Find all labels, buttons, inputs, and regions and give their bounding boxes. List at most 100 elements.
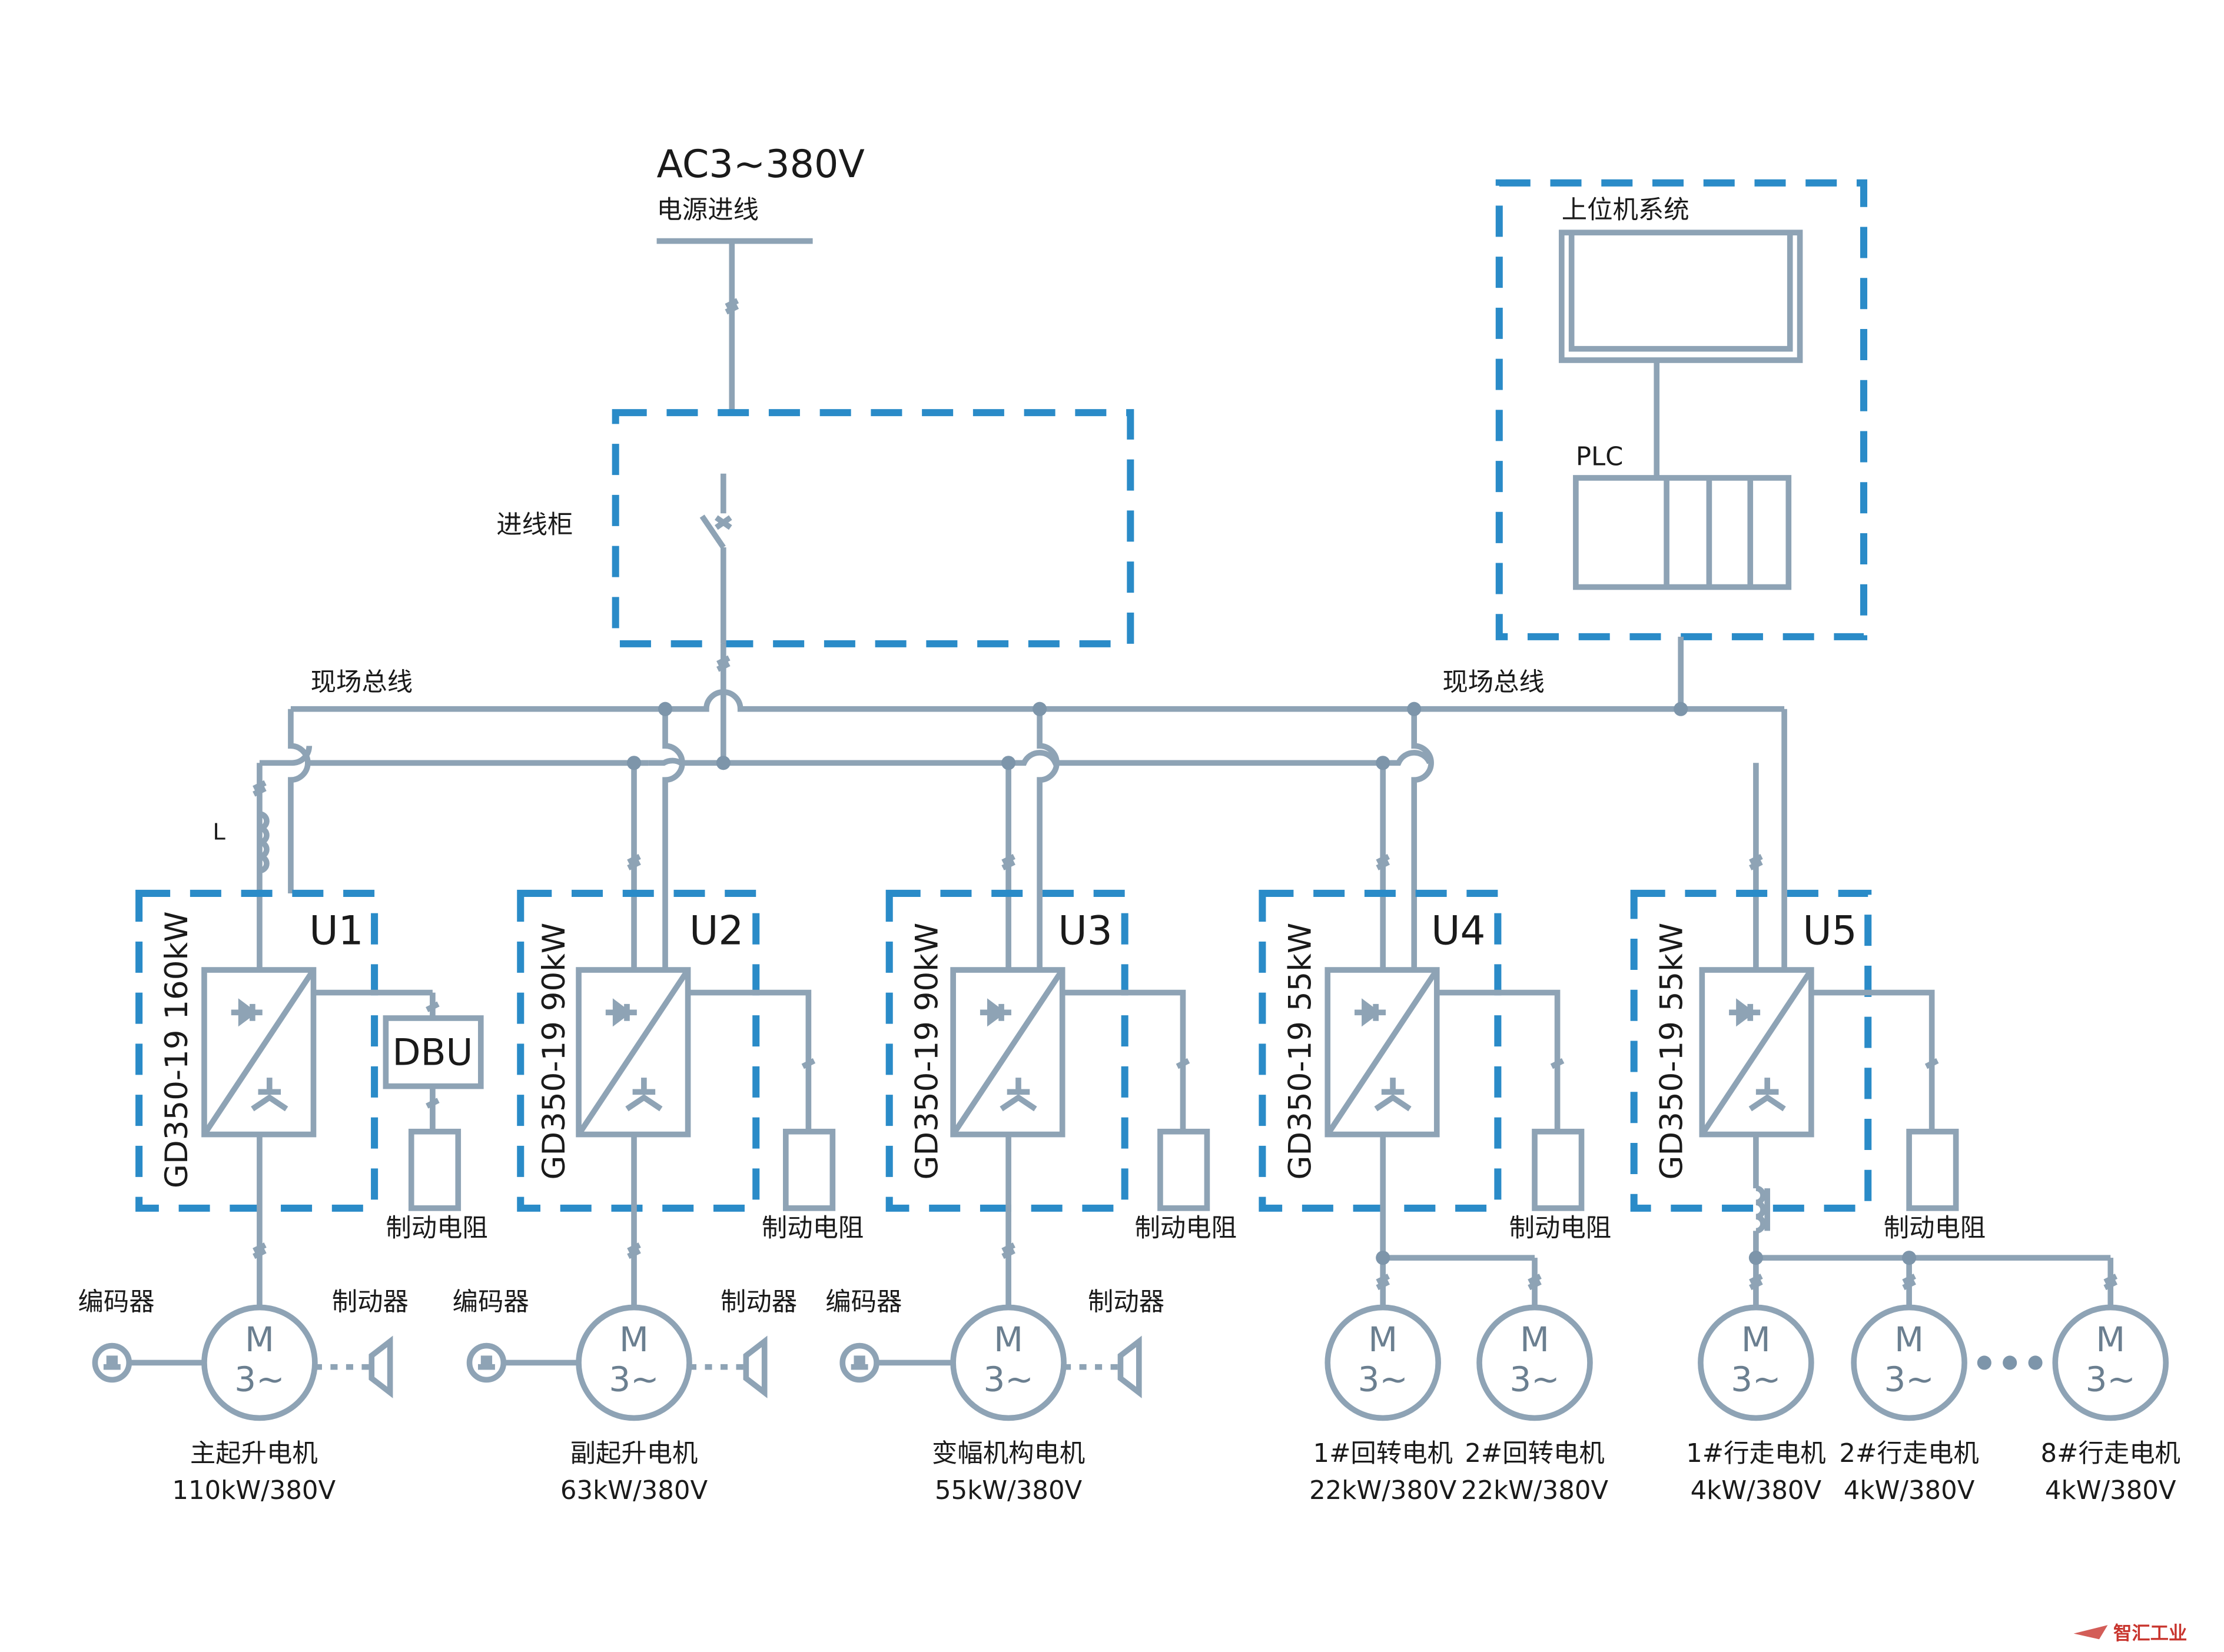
drive-model-u2: GD350-19 90kW [536,923,572,1180]
motor-captions: 主起升电机 110kW/380V 副起升电机 63kW/380V 变幅机构电机 … [172,1439,2180,1505]
brake-label-u2: 制动器 [721,1287,797,1317]
motor-name: 2#回转电机 [1465,1439,1604,1468]
output-reactor-u5 [1755,1185,1766,1234]
motor-luffing: M 3~ [950,1304,1067,1421]
motor-branch-u4 [1376,1251,1538,1308]
svg-text:3~: 3~ [983,1360,1033,1400]
resistor-label-u1: 制动电阻 [386,1214,487,1243]
reactor-label: L [213,819,225,845]
power-bus-segment-2 [648,750,1433,766]
svg-text:M: M [994,1319,1023,1360]
encoder-label-u3: 编码器 [825,1287,902,1317]
svg-text:3~: 3~ [1884,1360,1934,1400]
svg-text:M: M [1520,1319,1549,1360]
motor-name: 8#行走电机 [2041,1439,2180,1468]
motor-travel-8: M 3~ [2052,1304,2169,1421]
svg-text:M: M [245,1319,274,1360]
plc-label: PLC [1576,442,1624,471]
resistor-label-u4: 制动电阻 [1509,1214,1611,1243]
motor-feed-slashes [253,1001,2118,1291]
drive-model-u4: GD350-19 55kW [1282,923,1318,1180]
brake-u3 [1064,1335,1142,1398]
brake-label-u3: 制动器 [1088,1287,1164,1317]
svg-text:3~: 3~ [2086,1360,2136,1400]
svg-text:3~: 3~ [1358,1360,1408,1400]
svg-text:M: M [1741,1319,1771,1360]
motor-rating: 4kW/380V [2045,1476,2176,1505]
motor-name: 主起升电机 [190,1439,318,1468]
svg-text:M: M [619,1319,649,1360]
brake-u1 [314,1335,393,1398]
fieldbus-drop-u2 [662,709,685,970]
svg-text:3~: 3~ [609,1360,659,1400]
power-label: 电源进线 [657,195,759,225]
input-reactor-coil [259,811,270,874]
motor-name: 副起升电机 [570,1439,698,1468]
drive-id-u1: U1 [309,908,363,954]
motor-rating: 4kW/380V [1844,1476,1975,1505]
motor-rating: 110kW/380V [172,1476,336,1505]
ellipsis-dots [1977,1355,2043,1370]
drive-model-u1: GD350-19 160kW [159,911,195,1188]
drive-unit-u1: U1 GD350-19 160kW [135,889,436,1308]
brake-icon [1117,1335,1142,1398]
motor-rating: 22kW/380V [1461,1476,1609,1505]
fieldbus-label-right: 现场总线 [1442,667,1544,697]
power-feed-slash [725,298,739,315]
watermark-logo: 智汇工业 [2073,1623,2187,1644]
encoder-label-u2: 编码器 [453,1287,529,1317]
encoder-u1 [92,1342,204,1383]
svg-text:M: M [2096,1319,2125,1360]
drive-model-u5: GD350-19 55kW [1654,923,1690,1180]
svg-text:3~: 3~ [1509,1360,1559,1400]
resistor-label-u2: 制动电阻 [762,1214,864,1243]
encoder-u3 [839,1342,954,1383]
drive-id-u4: U4 [1431,908,1485,954]
motor-slew-1: M 3~ [1325,1304,1441,1421]
brake-u2 [689,1335,768,1398]
drive-box-u2 [517,889,760,1212]
motor-main-hoist: M 3~ [201,1304,318,1421]
svg-text:智汇工业: 智汇工业 [2113,1623,2187,1644]
host-system-title: 上位机系统 [1562,195,1689,225]
brake-resistor-u1 [408,1128,462,1211]
motor-travel-1: M 3~ [1698,1304,1814,1421]
brake-resistor-u4 [1532,1128,1585,1211]
drop-slash-marks [253,780,1763,870]
host-system-box [1495,179,1868,640]
brake-resistor-u5 [1906,1128,1959,1211]
svg-text:M: M [1368,1319,1398,1360]
motor-travel-2: M 3~ [1851,1304,1967,1421]
brake-label-u1: 制动器 [332,1287,409,1317]
motor-branch-u5 [1748,1251,2114,1308]
igbt-icon-u1 [251,1078,288,1112]
resistor-label-u3: 制动电阻 [1135,1214,1237,1243]
drive-unit-u3: U3 GD350-19 90kW [885,889,1210,1308]
fieldbus-drop-u4 [1411,709,1434,970]
svg-text:3~: 3~ [1731,1360,1781,1400]
encoder-u2 [466,1342,579,1383]
plc-rack [1573,475,1792,590]
fieldbus-line [290,689,1785,712]
brake-icon [743,1335,768,1398]
power-voltage: AC3~380V [657,142,865,187]
brake-resistor-u3 [1157,1128,1210,1211]
motor-slew-2: M 3~ [1476,1304,1593,1421]
host-monitor-icon [1558,230,1803,363]
motor-rating: 22kW/380V [1309,1476,1457,1505]
drive-model-u3: GD350-19 90kW [909,923,945,1180]
encoder-label-u1: 编码器 [78,1287,155,1317]
brake-icon [369,1335,393,1398]
motor-rating: 4kW/380V [1691,1476,1822,1505]
drive-unit-u5: U5 GD350-19 55kW [1630,889,1959,1258]
fieldbus-label-left: 现场总线 [311,667,413,697]
rectifier-icon-u1 [231,998,263,1027]
resistor-label-u5: 制动电阻 [1884,1214,1986,1243]
drive-id-u3: U3 [1058,908,1112,954]
drive-unit-u2: U2 GD350-19 90kW [517,889,836,1308]
motor-name: 2#行走电机 [1839,1439,1979,1468]
fieldbus-drop-u3 [1037,709,1060,970]
svg-text:M: M [1894,1319,1924,1360]
drive-box-u5 [1630,889,1872,1212]
